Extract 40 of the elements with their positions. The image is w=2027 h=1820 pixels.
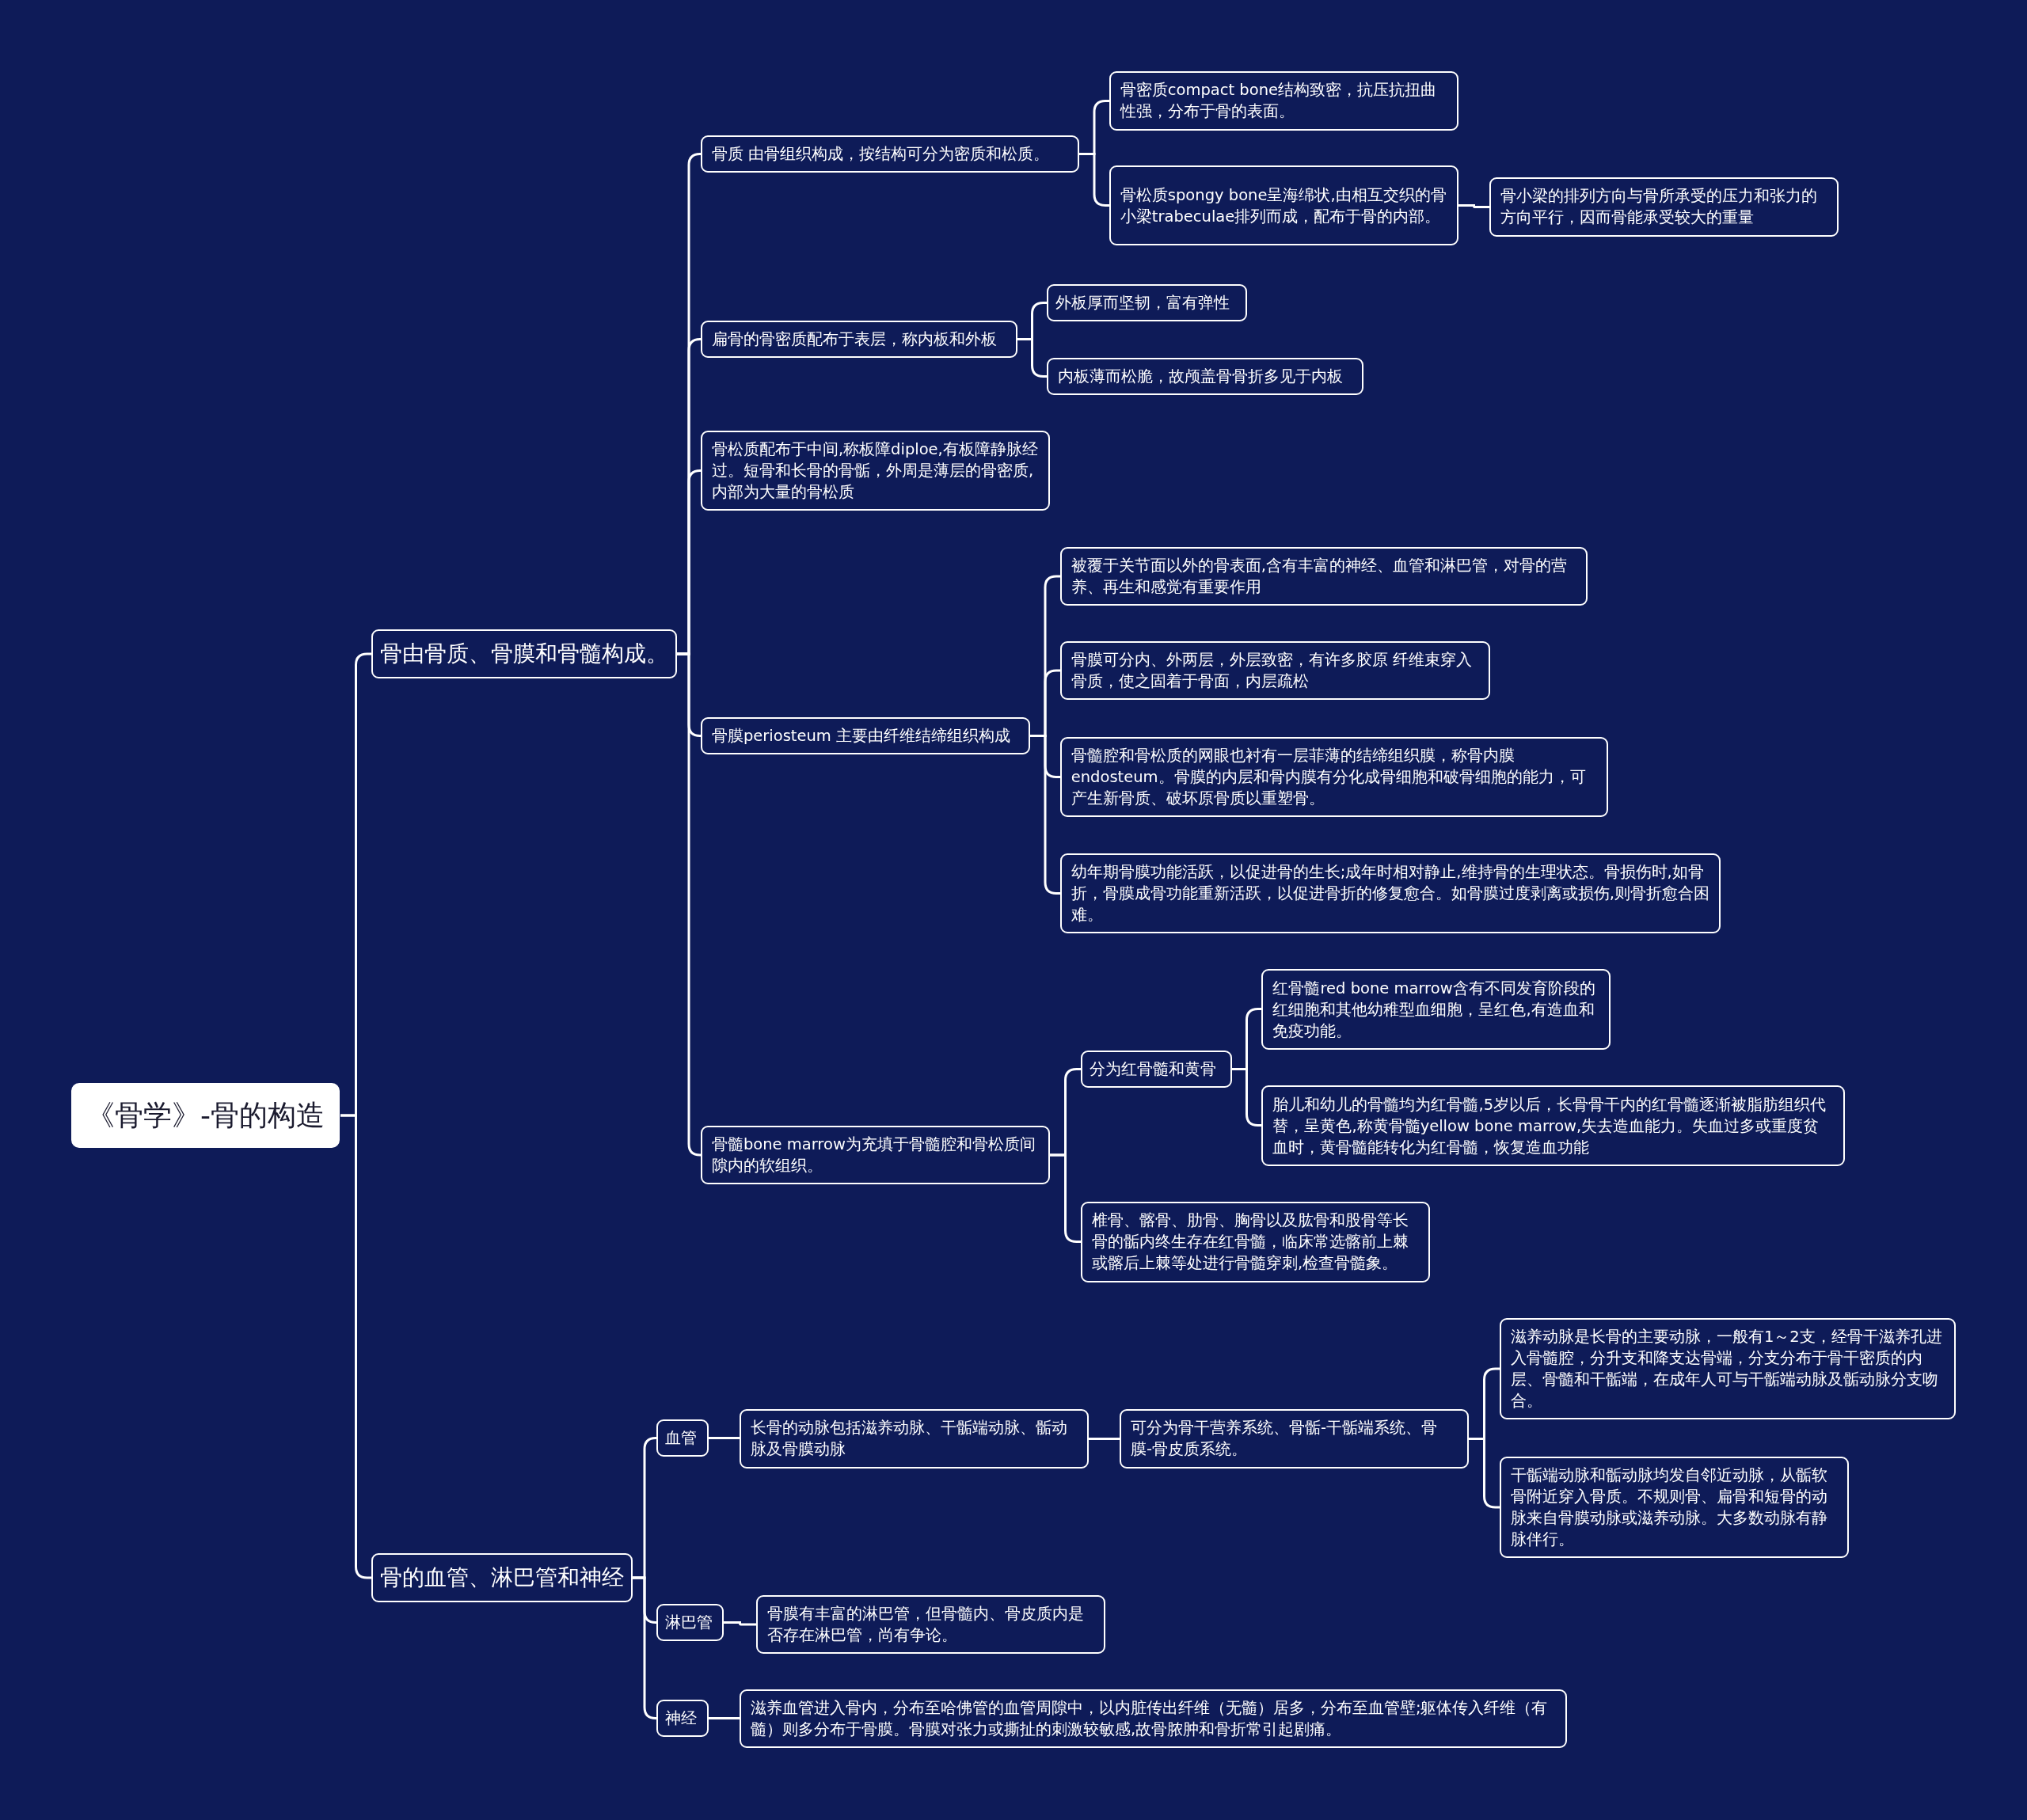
topic-box: 分为红骨髓和黄骨 xyxy=(1080,1051,1232,1089)
topic-box: 椎骨、髂骨、肋骨、胸骨以及肱骨和股骨等长骨的骺内终生存在红骨髓，临床常选髂前上棘或髂后上棘等处进行骨髓穿刺,检查骨髓象。 xyxy=(1080,1202,1430,1282)
topic-box: 骨髓腔和骨松质的网眼也衬有一层菲薄的结缔组织膜，称骨内膜endosteum。骨膜的内层和骨内膜有分化成骨细胞和破骨细胞的能力，可产生新骨质、破坏原骨质以重塑骨。 xyxy=(1059,736,1608,817)
topic-box: 骨松质配布于中间,称板障diploe,有板障静脉经过。短骨和长骨的骨骺，外周是薄层的骨密质,内部为大量的骨松质 xyxy=(700,430,1050,511)
topic-box: 红骨髓red bone marrow含有不同发育阶段的红细胞和其他幼稚型血细胞，呈红色,有造血和免疫功能。 xyxy=(1261,969,1611,1050)
connector-line xyxy=(1458,204,1489,208)
connector-line xyxy=(1030,735,1060,895)
topic-box: 长骨的动脉包括滋养动脉、干骺端动脉、骺动脉及骨膜动脉 xyxy=(739,1408,1089,1469)
topic-box: 骨小梁的排列方向与骨所承受的压力和张力的方向平行，因而骨能承受较大的重量 xyxy=(1489,177,1839,237)
topic-box: 骨质 由骨组织构成，按结构可分为密质和松质。 xyxy=(700,135,1080,173)
topic-box: 骨由骨质、骨膜和骨髓构成。 xyxy=(371,629,677,679)
topic-box: 骨松质spongy bone呈海绵状,由相互交织的骨小梁trabeculae排列而成，配布于骨的内部。 xyxy=(1109,165,1458,246)
connector-line xyxy=(708,1717,740,1719)
topic-box: 骨髓bone marrow为充填于骨髓腔和骨松质间隙内的软组织。 xyxy=(700,1126,1050,1185)
topic-box: 被覆于关节面以外的骨表面,含有丰富的神经、血管和淋巴管，对骨的营养、再生和感觉有重要作用 xyxy=(1059,546,1588,606)
connector-line xyxy=(677,652,702,1157)
topic-box: 滋养血管进入骨内，分布至哈佛管的血管周隙中，以内脏传出纤维（无髓）居多，分布至血管壁;躯体传入纤维（有髓）则多分布于骨膜。骨膜对张力或撕扯的刺激较敏感,故骨脓肿和骨折常引起剧痛。 xyxy=(739,1689,1567,1748)
topic-box: 滋养动脉是长骨的主要动脉，一般有1～2支，经骨干滋养孔进入骨髓腔，分升支和降支达骨端，分支分布于骨干密质的内层、骨髓和干骺端，在成年人可与干骺端动脉及骺动脉分支吻合。 xyxy=(1499,1318,1957,1420)
topic-box: 胎儿和幼儿的骨髓均为红骨髓,5岁以后，长骨骨干内的红骨髓逐渐被脂肪组织代替，呈黄色,称黄骨髓yellow bone marrow,失去造血能力。失血过多或重度贫血时，黄骨髓能转化为红骨髓，恢复造血功能 xyxy=(1261,1085,1845,1166)
root-topic-box: 《骨学》-骨的构造 xyxy=(70,1083,340,1148)
connector-line xyxy=(633,1576,657,1719)
topic-box: 神经 xyxy=(656,1699,709,1737)
topic-box: 幼年期骨膜功能活跃，以促进骨的生长;成年时相对静止,维持骨的生理状态。骨损伤时,如骨折，骨膜成骨功能重新活跃，以促进骨折的修复愈合。如骨膜过度剥离或损伤,则骨折愈合困难。 xyxy=(1059,853,1721,933)
topic-box: 外板厚而坚韧，富有弹性 xyxy=(1047,284,1248,322)
connector-line xyxy=(724,1621,756,1626)
connector-line xyxy=(708,1437,740,1439)
topic-box: 内板薄而松脆，故颅盖骨骨折多见于内板 xyxy=(1047,358,1364,396)
connector-line xyxy=(1089,1438,1120,1440)
topic-box: 骨密质compact bone结构致密，抗压抗扭曲性强，分布于骨的表面。 xyxy=(1109,70,1458,131)
topic-box: 淋巴管 xyxy=(656,1604,724,1642)
topic-box: 可分为骨干营养系统、骨骺-干骺端系统、骨膜-骨皮质系统。 xyxy=(1119,1408,1469,1469)
connector-line xyxy=(1079,153,1109,207)
topic-box: 骨膜有丰富的淋巴管，但骨髓内、骨皮质内是否存在淋巴管，尚有争论。 xyxy=(756,1594,1105,1654)
topic-box: 扁骨的骨密质配布于表层，称内板和外板 xyxy=(700,320,1017,358)
topic-box: 骨膜periosteum 主要由纤维结缔组织构成 xyxy=(700,717,1031,755)
connector-line xyxy=(1017,338,1047,378)
topic-box: 骨膜可分内、外两层，外层致密，有许多胶原 纤维束穿入骨质，使之固着于骨面，内层疏松 xyxy=(1059,640,1491,700)
topic-box: 骨的血管、淋巴管和神经 xyxy=(371,1553,633,1603)
topic-box: 血管 xyxy=(656,1419,709,1457)
topic-box: 干骺端动脉和骺动脉均发自邻近动脉，从骺软骨附近穿入骨质。不规则骨、扁骨和短骨的动脉来自骨膜动脉或滋养动脉。大多数动脉有静脉伴行。 xyxy=(1499,1457,1849,1558)
